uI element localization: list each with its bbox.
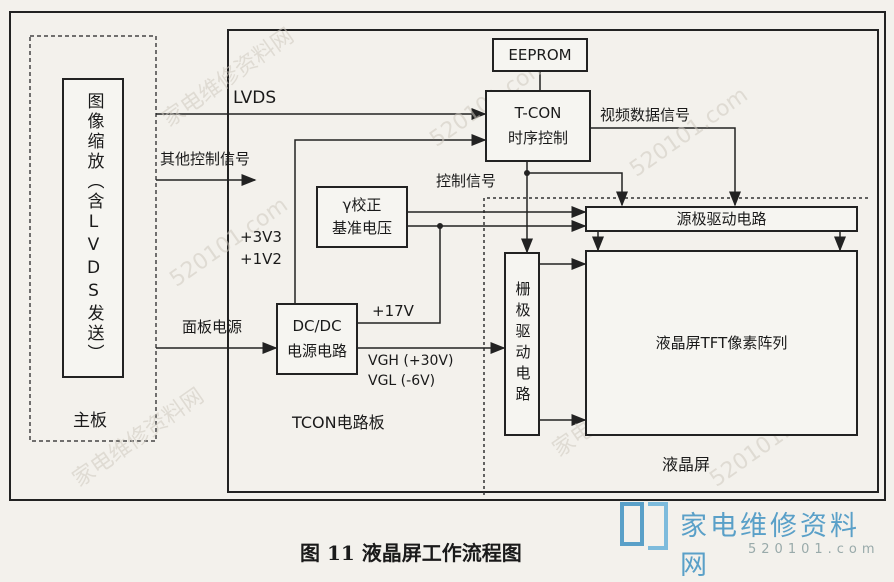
figure-caption: 图 11 液晶屏工作流程图	[300, 541, 522, 565]
other-ctrl-label: 其他控制信号	[160, 150, 251, 168]
v17-label: +17V	[372, 302, 414, 320]
gamma-box: γ校正 基准电压	[316, 186, 408, 248]
eeprom-label: EEPROM	[508, 45, 572, 64]
ctrl-signal-label: 控制信号	[436, 172, 497, 190]
eeprom-box: EEPROM	[492, 38, 588, 72]
source-driver-box: 源极驱动电路	[585, 206, 858, 232]
tcon-box: T-CON 时序控制	[485, 90, 591, 162]
brand-url: 520101.com	[748, 542, 880, 557]
dcdc-label-2: 电源电路	[286, 342, 347, 360]
scaler-label: 图像缩放（含LVDS发送）	[83, 92, 104, 364]
source-driver-label: 源极驱动电路	[676, 209, 767, 228]
brand-icon	[620, 502, 668, 550]
v12-label: +1V2	[240, 250, 282, 268]
vgl-label: VGL (-6V)	[368, 373, 436, 389]
tft-array-label: 液晶屏TFT像素阵列	[655, 333, 788, 352]
panel-power-label: 面板电源	[182, 318, 243, 336]
brand-logo: 家电维修资料网 520101.com	[618, 498, 888, 581]
gate-driver-box: 栅极驱动电路	[504, 252, 540, 436]
tft-array-box: 液晶屏TFT像素阵列	[585, 250, 858, 436]
mainboard-label: 主板	[73, 411, 107, 431]
tcon-label-2: 时序控制	[507, 129, 568, 147]
gamma-label-2: 基准电压	[331, 219, 392, 237]
v33-label: +3V3	[240, 228, 282, 246]
tcon-board-label: TCON电路板	[292, 413, 385, 432]
video-signal-label: 视频数据信号	[600, 106, 691, 124]
gamma-label-1: γ校正	[342, 196, 382, 214]
lcd-label: 液晶屏	[662, 455, 711, 474]
dcdc-box: DC/DC 电源电路	[276, 303, 358, 375]
vgh-label: VGH (+30V)	[368, 353, 454, 369]
gate-driver-label: 栅极驱动电路	[513, 281, 532, 407]
tcon-label-1: T-CON	[514, 104, 562, 122]
scaler-box: 图像缩放（含LVDS发送）	[62, 78, 124, 378]
lvds-label: LVDS	[233, 88, 277, 108]
brand-name: 家电维修资料网	[680, 511, 860, 581]
dcdc-label-1: DC/DC	[292, 317, 342, 335]
